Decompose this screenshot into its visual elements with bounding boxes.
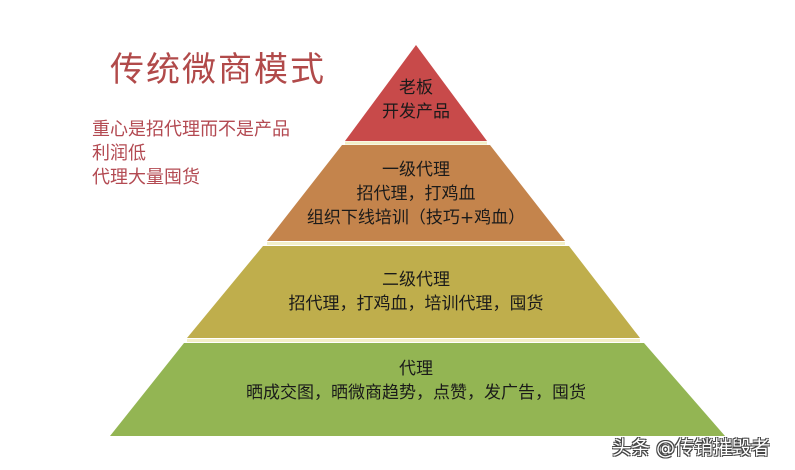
note-item: 利润低 [92, 143, 146, 164]
tier-1-shape [345, 45, 487, 141]
tier-2-label: 一级代理 招代理，打鸡血 组织下线培训（技巧+鸡血） [307, 158, 525, 230]
tier-2-desc: 招代理，打鸡血 [356, 184, 476, 204]
tier-4-shape [110, 343, 725, 436]
tier-2-title: 一级代理 [382, 160, 450, 180]
tier-1-desc: 开发产品 [382, 102, 450, 122]
tier-3-shape [187, 246, 640, 338]
diagram-title: 传统微商模式 [110, 50, 326, 90]
tier-2-shape [267, 145, 565, 241]
tier-3-title: 二级代理 [382, 270, 450, 290]
tier-3-label: 二级代理 招代理，打鸡血，培训代理，囤货 [289, 268, 544, 316]
watermark: 头条 @传销摧毁者 [612, 437, 771, 459]
tier-3-desc: 招代理，打鸡血，培训代理，囤货 [288, 294, 544, 314]
tier-4-label: 代理 晒成交图，晒微商趋势，点赞，发广告，囤货 [246, 357, 586, 405]
notes-list: 重心是招代理而不是产品 利润低 代理大量囤货 [92, 118, 290, 190]
tier-4-desc: 晒成交图，晒微商趋势，点赞，发广告，囤货 [246, 383, 586, 403]
tier-1-label: 老板 开发产品 [382, 76, 450, 124]
tier-1-title: 老板 [399, 78, 433, 98]
tier-2-desc: 组织下线培训（技巧+鸡血） [306, 208, 526, 228]
note-item: 重心是招代理而不是产品 [92, 119, 290, 140]
note-item: 代理大量囤货 [92, 167, 200, 188]
tier-4-title: 代理 [399, 359, 433, 379]
